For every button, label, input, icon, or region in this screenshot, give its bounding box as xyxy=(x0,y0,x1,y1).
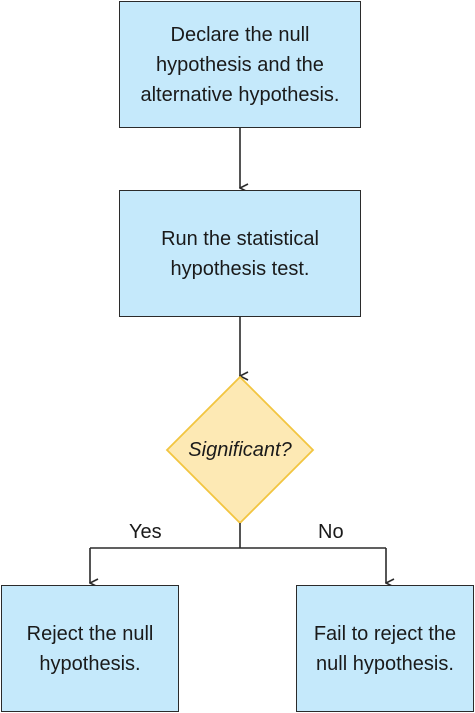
decision-label: Significant? xyxy=(188,438,292,461)
outcome-fail-label: Fail to reject the null hypothesis. xyxy=(313,622,457,675)
step-declare-hypotheses: Declare the null hypothesis and the alte… xyxy=(119,1,361,128)
branch-yes-label: Yes xyxy=(129,521,162,543)
step-declare-label: Declare the null hypothesis and the alte… xyxy=(140,23,340,106)
branch-no-label: No xyxy=(318,521,344,543)
step-run-test: Run the statistical hypothesis test. xyxy=(119,190,361,317)
outcome-reject-label: Reject the null hypothesis. xyxy=(26,622,154,675)
outcome-fail-to-reject: Fail to reject the null hypothesis. xyxy=(296,585,474,712)
step-run-label: Run the statistical hypothesis test. xyxy=(161,227,319,280)
outcome-reject-null: Reject the null hypothesis. xyxy=(1,585,179,712)
